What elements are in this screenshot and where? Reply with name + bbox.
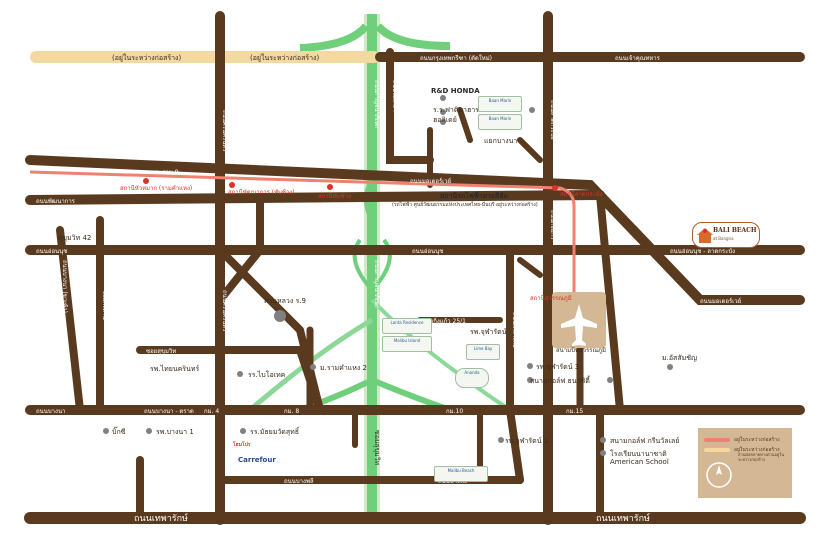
label-bang-phli-2: ม.รามคำแหง 2 [320,364,367,372]
compass-icon [706,462,732,488]
label-school-rama: ร.ร.ฟาติมาฮาร [433,106,479,114]
project-logo-2[interactable]: Baan Marin [478,114,522,130]
place-labels: R&D HONDA ร.ร.ฟาติมาฮาร ฮอลิเดย์ สวนหลวง… [112,87,697,466]
planned-road [30,51,380,63]
label-sukhumvit: ซอยสุขุมวิท [146,348,176,355]
label-onnut-mid: ถนนอ่อนนุช [412,248,443,255]
label-motorway-label: ซอยสุขุมวิท [373,430,381,466]
label-kingkaew: ถนนกิ่งแก้ว [549,210,557,239]
label-motorway-mid: ถนนมอเตอร์เวย์ [410,177,451,185]
label-km10: กม.10 [446,408,463,415]
label-bigc: บิ๊กซี [112,426,126,436]
station-dot-3[interactable] [327,184,333,190]
airport-rail-line [29,170,576,300]
project-logo-1[interactable]: Baan Marin [478,96,522,112]
label-station-5: สถานีสุวรรณภูมิ [530,294,572,302]
rail-labels: สถานีหัวหมาก (รามคำแหง) สถานีพัฒนาการ (ท… [120,184,603,302]
label-suvarnabhumi-road: ถนนสุวรรณภูมิ [621,310,628,349]
label-airport: สนามบินสุวรรณภูมิ [556,347,606,354]
label-american-school: โรงเรียนนานาชาติ [610,449,667,458]
label-hospital-bangna1: รพ.บางนา 1 [156,428,194,436]
legend-note: ส่วนต่อขยายทางด่วนอยู่ในระหว่างก่อสร้าง [738,452,784,462]
label-station-4: สถานีลาดกระบัง [560,190,603,198]
label-yellow-left: (อยู่ในระหว่างก่อสร้าง) [112,53,181,62]
bali-name: BALI BEACH [713,227,757,234]
label-onnut-left: ถนนอ่อนนุช [36,248,67,255]
map-legend: อยู่ในระหว่างก่อสร้าง อยู่ในระหว่างก่อสร… [698,428,792,498]
park-icon [274,310,286,322]
label-kanchanaphisek: ถนนกาญจนาภิเษก [373,80,380,129]
project-logo-7[interactable]: Malibu Beach [434,466,488,482]
label-km15: กม.15 [566,408,583,415]
label-rd-honda: R&D HONDA [431,87,480,95]
label-home-pro: โฮมโปร [232,441,251,448]
label-school-rama-2: ฮอลิเดย์ [433,116,457,124]
label-rajamangala: สนามกอล์ฟ ธนาซิตี้ [530,374,591,385]
label-rangsit-hospital: รพ.จุฬารัตน์ [470,328,507,336]
label-phraeksa: ถนนเทพารักษ์ [511,312,519,348]
label-rangsit-hospital-1: รพ.จุฬารัตน์ 1 [505,437,548,445]
house-icon [697,228,713,243]
poi-dots [103,95,673,456]
airplane-icon [561,304,597,346]
bali-sub: at Bangna [713,236,734,241]
station-dot-1[interactable] [143,178,149,184]
project-logo-6[interactable]: Ananda [455,368,489,388]
label-srinakarin: ถนนศรีนครินทร์ [221,110,229,152]
station-dot-4[interactable] [552,185,558,191]
label-chulabhorn: รพ.จุฬารัตน์ 3 [536,363,579,371]
label-lat-phrao: ม.อัสสัมชัญ [662,354,697,362]
project-logo-4[interactable]: Malibu Island [382,336,432,352]
label-rama9: ถนนพระราม 9 [140,169,179,176]
label-soi-42: สุขุมวิท 42 [58,234,91,242]
label-km4: กม. 4 [204,408,219,415]
label-kanchanaphisek-2: ถนนกาญจนาภิเษก [373,260,380,309]
project-logo-3[interactable]: Lanta Residence [382,318,432,334]
road-labels: (อยู่ในระหว่างก่อสร้าง) (อยู่ในระหว่างก่… [36,53,741,524]
brown-roads [24,11,806,525]
bali-beach-logo[interactable]: BALI BEACH at Bangna [692,222,760,248]
label-american-school-en: American School [610,458,669,466]
label-golf-1: สนามกอล์ฟ กรีนวัลเลย์ [610,437,679,445]
label-station-2: สถานีพัฒนาการ (ทับช้าง) [228,188,295,196]
label-theparak-left: ถนนเทพารักษ์ [134,512,188,524]
label-soi-chaloem: ซอยศรีด่าน [101,290,109,320]
label-sukumvit-junction: แยกบางนา [484,137,517,145]
label-romklao: ถนนร่มเกล้า [391,80,398,112]
label-yellow-right: (อยู่ในระหว่างก่อสร้าง) [250,53,319,62]
label-theparak-right: ถนนเทพารักษ์ [596,512,650,524]
label-bangna-trad: ถนนบางนา - ตราด [144,408,194,415]
label-station-1: สถานีหัวหมาก (รามคำแหง) [120,184,192,192]
label-suan-luang: สวนหลวง ร.9 [264,297,306,305]
label-orange-note-sub: (รถไฟฟ้า ศูนย์วัฒนธรรมแห่งประเทศไทย-มีนบ… [392,201,538,208]
label-bangna-left: ถนนบางนา [36,408,65,415]
label-ladkrabang: ถนนลาดกระบัง [549,100,556,140]
green-highway [248,14,512,520]
label-bangplee-lower: ถนนบางพลี [284,477,314,485]
legend-row-2: อยู่ในระหว่างก่อสร้าง [704,446,784,454]
label-motorway-right: ถนนมอเตอร์เวย์ [700,297,741,305]
airport[interactable] [552,292,606,348]
label-carrefour: Carrefour [238,456,276,464]
label-ror-ror: รร.ไบโอเทค [248,370,286,379]
label-station-3: สถานีทับช้าง [318,192,351,200]
station-dot-2[interactable] [229,182,235,188]
label-school-mahidol: รร.มัธยมวัดสุทธิ์ [250,426,300,436]
project-logo-5[interactable]: Lime Bay [466,344,500,360]
label-orange-note: สถานีรถไฟฟ้าสายสีส้ม [440,191,508,200]
label-top-right-1: ถนนกรุงเทพกรีฑา (ตัดใหม่) [420,54,492,62]
legend-row-1: อยู่ในระหว่างก่อสร้าง [704,436,784,444]
label-onnut-right: ถนนอ่อนนุช - ลาดกระบัง [670,248,735,255]
label-soi-257: ซอยกิ่งแก้ว 25/1 [422,317,466,325]
label-phatthanakan: ถนนพัฒนาการ [36,198,76,205]
label-sukhaphiban: ถนนศรีนครินทร์ [221,290,229,332]
label-hospital-bangna: รพ.ไทยนครินทร์ [150,364,199,373]
label-km8: กม. 8 [284,408,299,415]
label-bangkruai: ถนนบางนา (ขาเข้า) [61,260,68,313]
label-top-right-2: ถนนเจ้าคุณทหาร [615,55,661,62]
